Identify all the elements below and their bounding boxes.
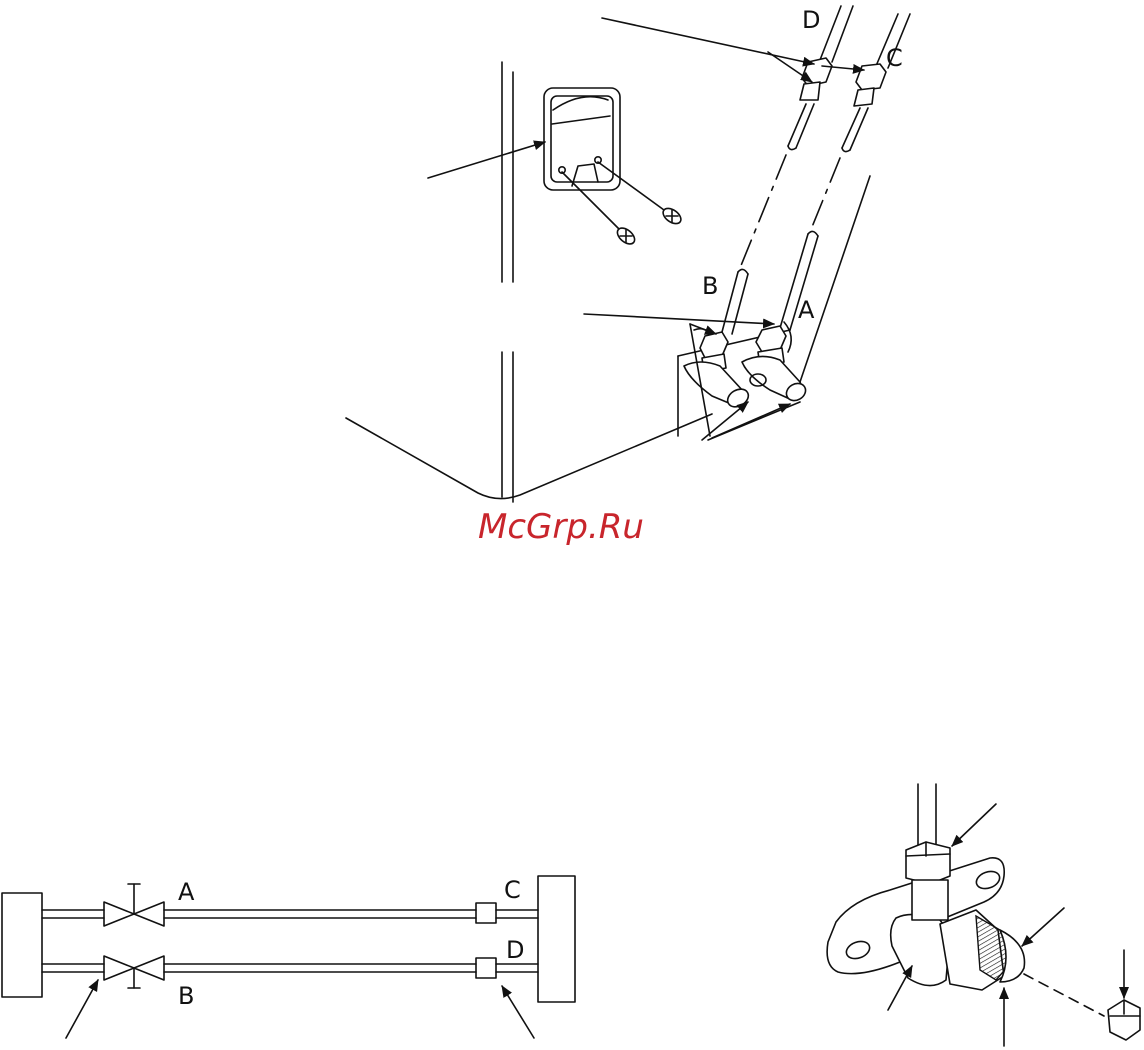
label-d: D bbox=[802, 6, 820, 34]
schematic-label-c: C bbox=[504, 876, 521, 904]
label-a: A bbox=[798, 296, 815, 324]
screw-icon bbox=[598, 162, 684, 227]
schematic-label-d: D bbox=[506, 936, 524, 964]
pipe-c-upper bbox=[842, 14, 910, 152]
valve-a-symbol bbox=[104, 884, 164, 926]
label-b: B bbox=[702, 272, 718, 300]
outdoor-unit-box bbox=[538, 876, 575, 1002]
flare-nut-icon bbox=[906, 842, 950, 884]
valve-b-symbol bbox=[104, 956, 164, 988]
service-valves bbox=[678, 322, 809, 440]
cover-pointer-arrow bbox=[428, 142, 545, 178]
indoor-unit-box bbox=[2, 893, 42, 997]
watermark: McGrp.Ru bbox=[478, 507, 644, 547]
flare-d-symbol bbox=[476, 958, 496, 978]
schematic-label-b: B bbox=[178, 982, 194, 1010]
cap-nut-icon bbox=[1108, 1000, 1140, 1040]
pipe-b-stub bbox=[722, 269, 748, 334]
pipe-d-upper bbox=[788, 6, 853, 150]
piping-schematic: A B C D bbox=[2, 876, 575, 1038]
label-c: C bbox=[886, 44, 903, 72]
flare-c-symbol bbox=[476, 903, 496, 923]
outdoor-unit-illustration: D C B A bbox=[346, 6, 910, 502]
schematic-label-a: A bbox=[178, 878, 195, 906]
service-cover bbox=[544, 88, 620, 190]
valve-detail-illustration bbox=[827, 784, 1140, 1046]
